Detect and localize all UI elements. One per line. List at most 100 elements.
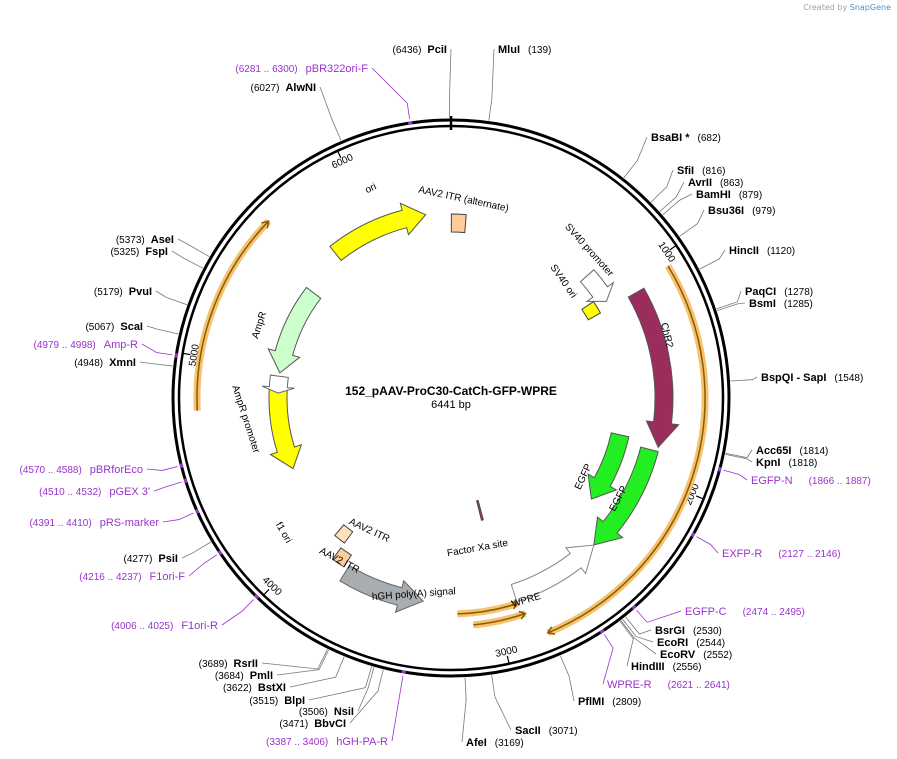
enzyme-position: (139) xyxy=(528,45,551,56)
enzyme-site[interactable]: (4948)XmnI xyxy=(74,357,136,369)
primer-site[interactable]: WPRE-R(2621 .. 2641) xyxy=(607,679,730,691)
enzyme-site[interactable]: EcoRV(2552) xyxy=(660,649,732,661)
enzyme-leader xyxy=(357,667,375,712)
enzyme-name: BsaBI * xyxy=(651,132,690,144)
snapgene-brand: SnapGene xyxy=(849,3,891,12)
enzyme-site[interactable]: (5325)FspI xyxy=(110,246,168,258)
enzyme-site[interactable]: BsrGI(2530) xyxy=(655,625,722,637)
primer-site[interactable]: (4006 .. 4025)F1ori-R xyxy=(111,620,218,632)
plasmid-name: 152_pAAV-ProC30-CatCh-GFP-WPRE xyxy=(345,384,557,398)
enzyme-site[interactable]: (3684)PmlI xyxy=(215,670,273,682)
enzyme-position: (1285) xyxy=(784,299,813,310)
enzyme-leader xyxy=(650,169,674,203)
primer-name: pRS-marker xyxy=(100,517,160,529)
feature-arrow[interactable] xyxy=(593,446,659,546)
enzyme-site[interactable]: (3515)BlpI xyxy=(249,695,305,707)
primer-site[interactable]: (4979 .. 4998)Amp-R xyxy=(34,339,139,351)
primer-site[interactable]: EXFP-R(2127 .. 2146) xyxy=(722,548,841,560)
primer-position: (2474 .. 2495) xyxy=(743,607,805,618)
primer-site[interactable]: (6281 .. 6300)pBR322ori-F xyxy=(235,63,368,75)
enzyme-site[interactable]: (3622)BstXI xyxy=(223,682,286,694)
enzyme-leader xyxy=(177,238,210,258)
enzyme-site[interactable]: (6436)PciI xyxy=(393,44,447,56)
enzyme-site[interactable]: BspQI - SapI(1548) xyxy=(761,372,863,384)
feature-label: Factor Xa site xyxy=(446,538,509,560)
enzyme-leader xyxy=(730,376,758,382)
enzyme-name: AvrII xyxy=(688,177,712,189)
enzyme-leader xyxy=(319,86,342,141)
enzyme-site[interactable]: AfeI(3169) xyxy=(466,737,524,749)
enzyme-site[interactable]: (3506)NsiI xyxy=(299,706,354,718)
feature-box[interactable] xyxy=(450,213,467,234)
primer-mark xyxy=(690,532,696,538)
enzyme-site[interactable]: AvrII(863) xyxy=(688,177,743,189)
enzyme-position: (682) xyxy=(698,133,721,144)
enzyme-site[interactable]: SfiI(816) xyxy=(677,165,725,177)
primer-site[interactable]: EGFP-N(1866 .. 1887) xyxy=(751,475,871,487)
feature-box[interactable] xyxy=(581,300,602,321)
enzyme-site[interactable]: PflMI(2809) xyxy=(578,696,641,708)
primer-site[interactable]: (4570 .. 4588)pBRforEco xyxy=(20,464,143,476)
primer-site[interactable]: (3387 .. 3406)hGH-PA-R xyxy=(266,736,388,748)
enzyme-name: PflMI xyxy=(578,696,604,708)
feature-arrow[interactable] xyxy=(267,286,322,374)
primer-name: pGEX 3' xyxy=(109,486,150,498)
feature-box[interactable] xyxy=(331,547,353,568)
enzyme-site[interactable]: (3471)BbvCI xyxy=(279,718,346,730)
enzyme-name: FspI xyxy=(145,246,168,258)
enzyme-position: (979) xyxy=(752,206,775,217)
primer-site[interactable]: (4510 .. 4532) pGEX 3' xyxy=(39,486,150,498)
enzyme-site[interactable]: (6027)AlwNI xyxy=(251,82,316,94)
enzyme-site[interactable]: (3689)RsrII xyxy=(199,658,258,670)
primer-site[interactable]: EGFP-C(2474 .. 2495) xyxy=(685,606,805,618)
enzyme-site[interactable]: PaqCI(1278) xyxy=(745,286,813,298)
enzyme-site[interactable]: KpnI(1818) xyxy=(756,457,817,469)
enzyme-leader xyxy=(620,620,657,655)
enzyme-site[interactable]: BamHI(879) xyxy=(696,189,762,201)
enzyme-name: BbvCI xyxy=(314,718,346,730)
feature-arrow[interactable] xyxy=(339,564,425,613)
enzyme-leader xyxy=(261,649,328,670)
enzyme-name: AseI xyxy=(151,234,174,246)
feature-label: AmpR xyxy=(250,310,269,340)
enzyme-position: (1548) xyxy=(834,373,863,384)
enzyme-site[interactable]: Bsu36I(979) xyxy=(708,205,775,217)
enzyme-position: (2552) xyxy=(703,650,732,661)
enzyme-site[interactable]: HindIII(2556) xyxy=(631,661,702,673)
primer-mark xyxy=(179,463,184,469)
enzyme-site[interactable]: SacII(3071) xyxy=(515,725,578,737)
feature-arrow[interactable] xyxy=(627,287,680,449)
primer-position: (4510 .. 4532) xyxy=(39,487,101,498)
feature-box[interactable] xyxy=(476,499,484,521)
enzyme-site[interactable]: (5373)AseI xyxy=(116,234,174,246)
feature-arrow[interactable] xyxy=(579,268,615,302)
primer-site[interactable]: (4391 .. 4410) pRS-marker xyxy=(29,517,159,529)
feature-arrow[interactable] xyxy=(510,544,595,603)
snapgene-credit: Created by SnapGene xyxy=(803,3,891,12)
feature-arrow[interactable] xyxy=(261,374,295,394)
enzyme-site[interactable]: (5179)PvuI xyxy=(94,286,152,298)
feature-arrow[interactable] xyxy=(268,388,303,470)
primer-mark xyxy=(174,353,179,358)
primer-leader xyxy=(723,469,748,481)
feature-arrow[interactable] xyxy=(329,202,427,262)
enzyme-site[interactable]: (5067)ScaI xyxy=(85,321,143,333)
feature-box[interactable] xyxy=(334,524,354,544)
enzyme-site[interactable]: HincII(1120) xyxy=(729,245,795,257)
enzyme-site[interactable]: MluI(139) xyxy=(498,44,551,56)
feature-arrow[interactable] xyxy=(587,432,630,500)
enzyme-site[interactable]: (4277)PsiI xyxy=(124,553,178,565)
primer-mark xyxy=(717,466,722,472)
enzyme-site[interactable]: Acc65I(1814) xyxy=(756,445,828,457)
primer-leader xyxy=(602,634,614,685)
feature-track-core xyxy=(457,602,518,615)
enzyme-site[interactable]: BsaBI * (682) xyxy=(651,132,721,144)
enzyme-site[interactable]: EcoRI(2544) xyxy=(657,637,725,649)
enzyme-position: (3622) xyxy=(223,683,252,694)
enzyme-name: XmnI xyxy=(109,357,136,369)
primer-site[interactable]: (4216 .. 4237)F1ori-F xyxy=(79,571,185,583)
primer-position: (4391 .. 4410) xyxy=(29,518,91,529)
primer-leader xyxy=(146,466,178,471)
primer-name: EXFP-R xyxy=(722,548,762,560)
enzyme-site[interactable]: BsmI(1285) xyxy=(749,298,813,310)
